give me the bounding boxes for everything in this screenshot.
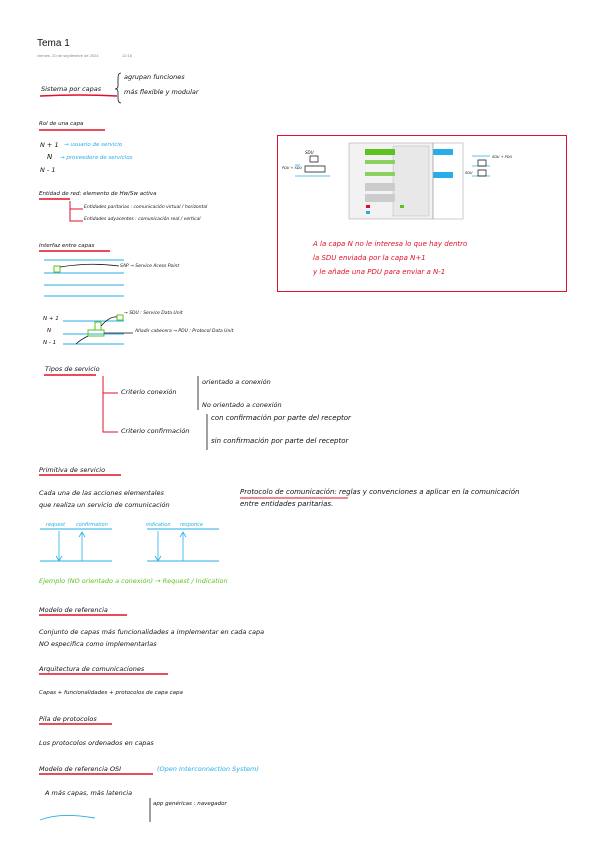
heading-arquitectura: Arquitectura de comunicaciones [39, 665, 145, 673]
heading-pila: Pila de protocolos [39, 715, 97, 723]
heading-interfaz: Interfaz entre capas [39, 243, 95, 249]
box-line-1: A la capa N no le interesa lo que hay de… [313, 240, 468, 248]
box-line-3: y le añade una PDU para enviar a N-1 [313, 268, 446, 276]
osi-line-2: app genéricas : navegador [153, 801, 227, 807]
sdu-label: → SDU : Service Data Unit [124, 311, 183, 316]
label-confirmation: confirmation [76, 522, 108, 528]
note-time: 12:16 [122, 53, 133, 58]
label-request: request [46, 522, 66, 528]
protocolo-line-1: Protocolo de comunicación: reglas y conv… [240, 488, 520, 496]
heading-primitiva: Primitiva de servicio [39, 466, 106, 474]
box-left-sdu: SDU [305, 150, 314, 155]
primitiva-desc-2: que realiza un servicio de comunicación [39, 501, 170, 509]
entidad-item-1: Entidades paritarias : comunicación virt… [84, 205, 208, 210]
heading-rol: Rol de una capa [39, 121, 84, 127]
rol-n: N [47, 153, 53, 161]
note-date: viernes, 20 de septiembre de 2024 [37, 53, 99, 58]
osi-line-1: A más capas, más latencia [45, 789, 133, 797]
label-indication: indication [146, 522, 171, 528]
modelo-line-1: Conjunto de capas más funcionalidades a … [39, 628, 265, 636]
pdu-label: Añadir cabecera → PDU : Protocol Data Un… [135, 329, 234, 334]
heading-modelo: Modelo de referencia [39, 606, 108, 614]
rol-n-desc: → proveedora de servicios [60, 155, 133, 161]
highlight-box [277, 135, 567, 292]
sdu-n-minus: N - 1 [43, 340, 57, 346]
box-line-2: la SDU enviada por la capa N+1 [313, 254, 426, 262]
c2-item-2: sin confirmación por parte del receptor [211, 437, 349, 445]
ejemplo-line: Ejemplo (NO orientado a conexión) → Requ… [39, 577, 228, 585]
rol-n-plus-desc: → usuario de servicio [64, 142, 123, 148]
capas-item-1: agrupan funciones [124, 73, 185, 81]
box-right-pdu: SDU [465, 171, 473, 175]
criterio-conexion: Criterio conexión [121, 388, 177, 396]
primitiva-desc-1: Cada una de las acciones elementales [39, 489, 164, 497]
heading-tipos: Tipos de servicio [45, 365, 100, 373]
capas-item-2: más flexible y modular [124, 88, 199, 96]
protocolo-line-2: entre entidades paritarias. [240, 500, 334, 508]
c1-item-1: orientado a conexión [202, 378, 271, 386]
pila-line-1: Los protocolos ordenados en capas [39, 739, 154, 747]
page-title: Tema 1 [37, 38, 70, 49]
osi-subtitle: (Open Interconnection System) [157, 765, 259, 773]
entidad-item-2: Entidades adyacentes : comunicación real… [84, 217, 201, 222]
sdu-n: N [47, 328, 52, 334]
label-responce: responce [180, 522, 203, 528]
heading-osi: Modelo de referencia OSI [39, 765, 122, 773]
c1-item-2: No orientado a conexión [202, 401, 282, 409]
criterio-confirmacion: Criterio confirmación [121, 427, 190, 435]
rol-n-minus: N - 1 [40, 166, 56, 174]
box-right-sdu: SDU + PDU [492, 155, 513, 159]
sap-label: SAP → Service Acess Point [120, 264, 180, 269]
arquitectura-line-1: Capas + funcionalidades + protocolos de … [39, 690, 183, 696]
box-left-pdu: PDU + SDU [282, 166, 303, 170]
heading-entidad: Entidad de red: elemento de Hw/Sw activa [39, 191, 157, 197]
rol-n-plus: N + 1 [40, 141, 59, 149]
heading-sistema: Sistema por capas [41, 85, 102, 93]
modelo-line-2: NO especifica como implementarlas [39, 640, 157, 648]
c2-item-1: con confirmación por parte del receptor [211, 414, 351, 422]
sdu-n-plus: N + 1 [43, 316, 59, 322]
